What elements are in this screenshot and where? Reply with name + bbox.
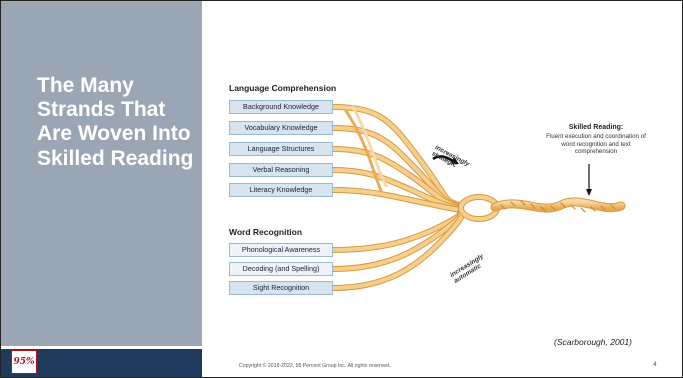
strand-decoding-spelling: Decoding (and Spelling) bbox=[229, 262, 333, 276]
skilled-reading-title: Skilled Reading: bbox=[568, 124, 624, 131]
word-recognition-heading: Word Recognition bbox=[229, 227, 303, 237]
strand-sight-recognition: Sight Recognition bbox=[229, 281, 333, 295]
strand-language-structures: Language Structures bbox=[229, 142, 333, 156]
copyright-footer: Copyright © 2018-2022, 95 Percent Group … bbox=[239, 363, 391, 369]
skilled-reading-description: Fluent execution and coordination of wor… bbox=[546, 133, 646, 156]
sidebar-panel: The Many Strands That Are Woven Into Ski… bbox=[1, 1, 202, 346]
strand-vocabulary-knowledge: Vocabulary Knowledge bbox=[229, 121, 333, 135]
strand-phonological-awareness: Phonological Awareness bbox=[229, 243, 333, 257]
slide-title: The Many Strands That Are Woven Into Ski… bbox=[37, 74, 194, 170]
strand-background-knowledge: Background Knowledge bbox=[229, 100, 333, 114]
skilled-reading-arrowhead bbox=[586, 189, 592, 196]
rope-strands bbox=[330, 104, 626, 291]
strategic-arrow bbox=[432, 155, 454, 163]
language-comprehension-heading: Language Comprehension bbox=[229, 83, 337, 93]
page-number: 4 bbox=[653, 361, 657, 368]
strand-verbal-reasoning: Verbal Reasoning bbox=[229, 163, 333, 177]
logo-text: 95% bbox=[13, 357, 35, 367]
strand-literacy-knowledge: Literacy Knowledge bbox=[229, 183, 333, 197]
strategic-arrowhead bbox=[451, 157, 459, 164]
company-logo: 95% bbox=[11, 350, 37, 374]
citation: (Scarborough, 2001) bbox=[554, 337, 632, 347]
